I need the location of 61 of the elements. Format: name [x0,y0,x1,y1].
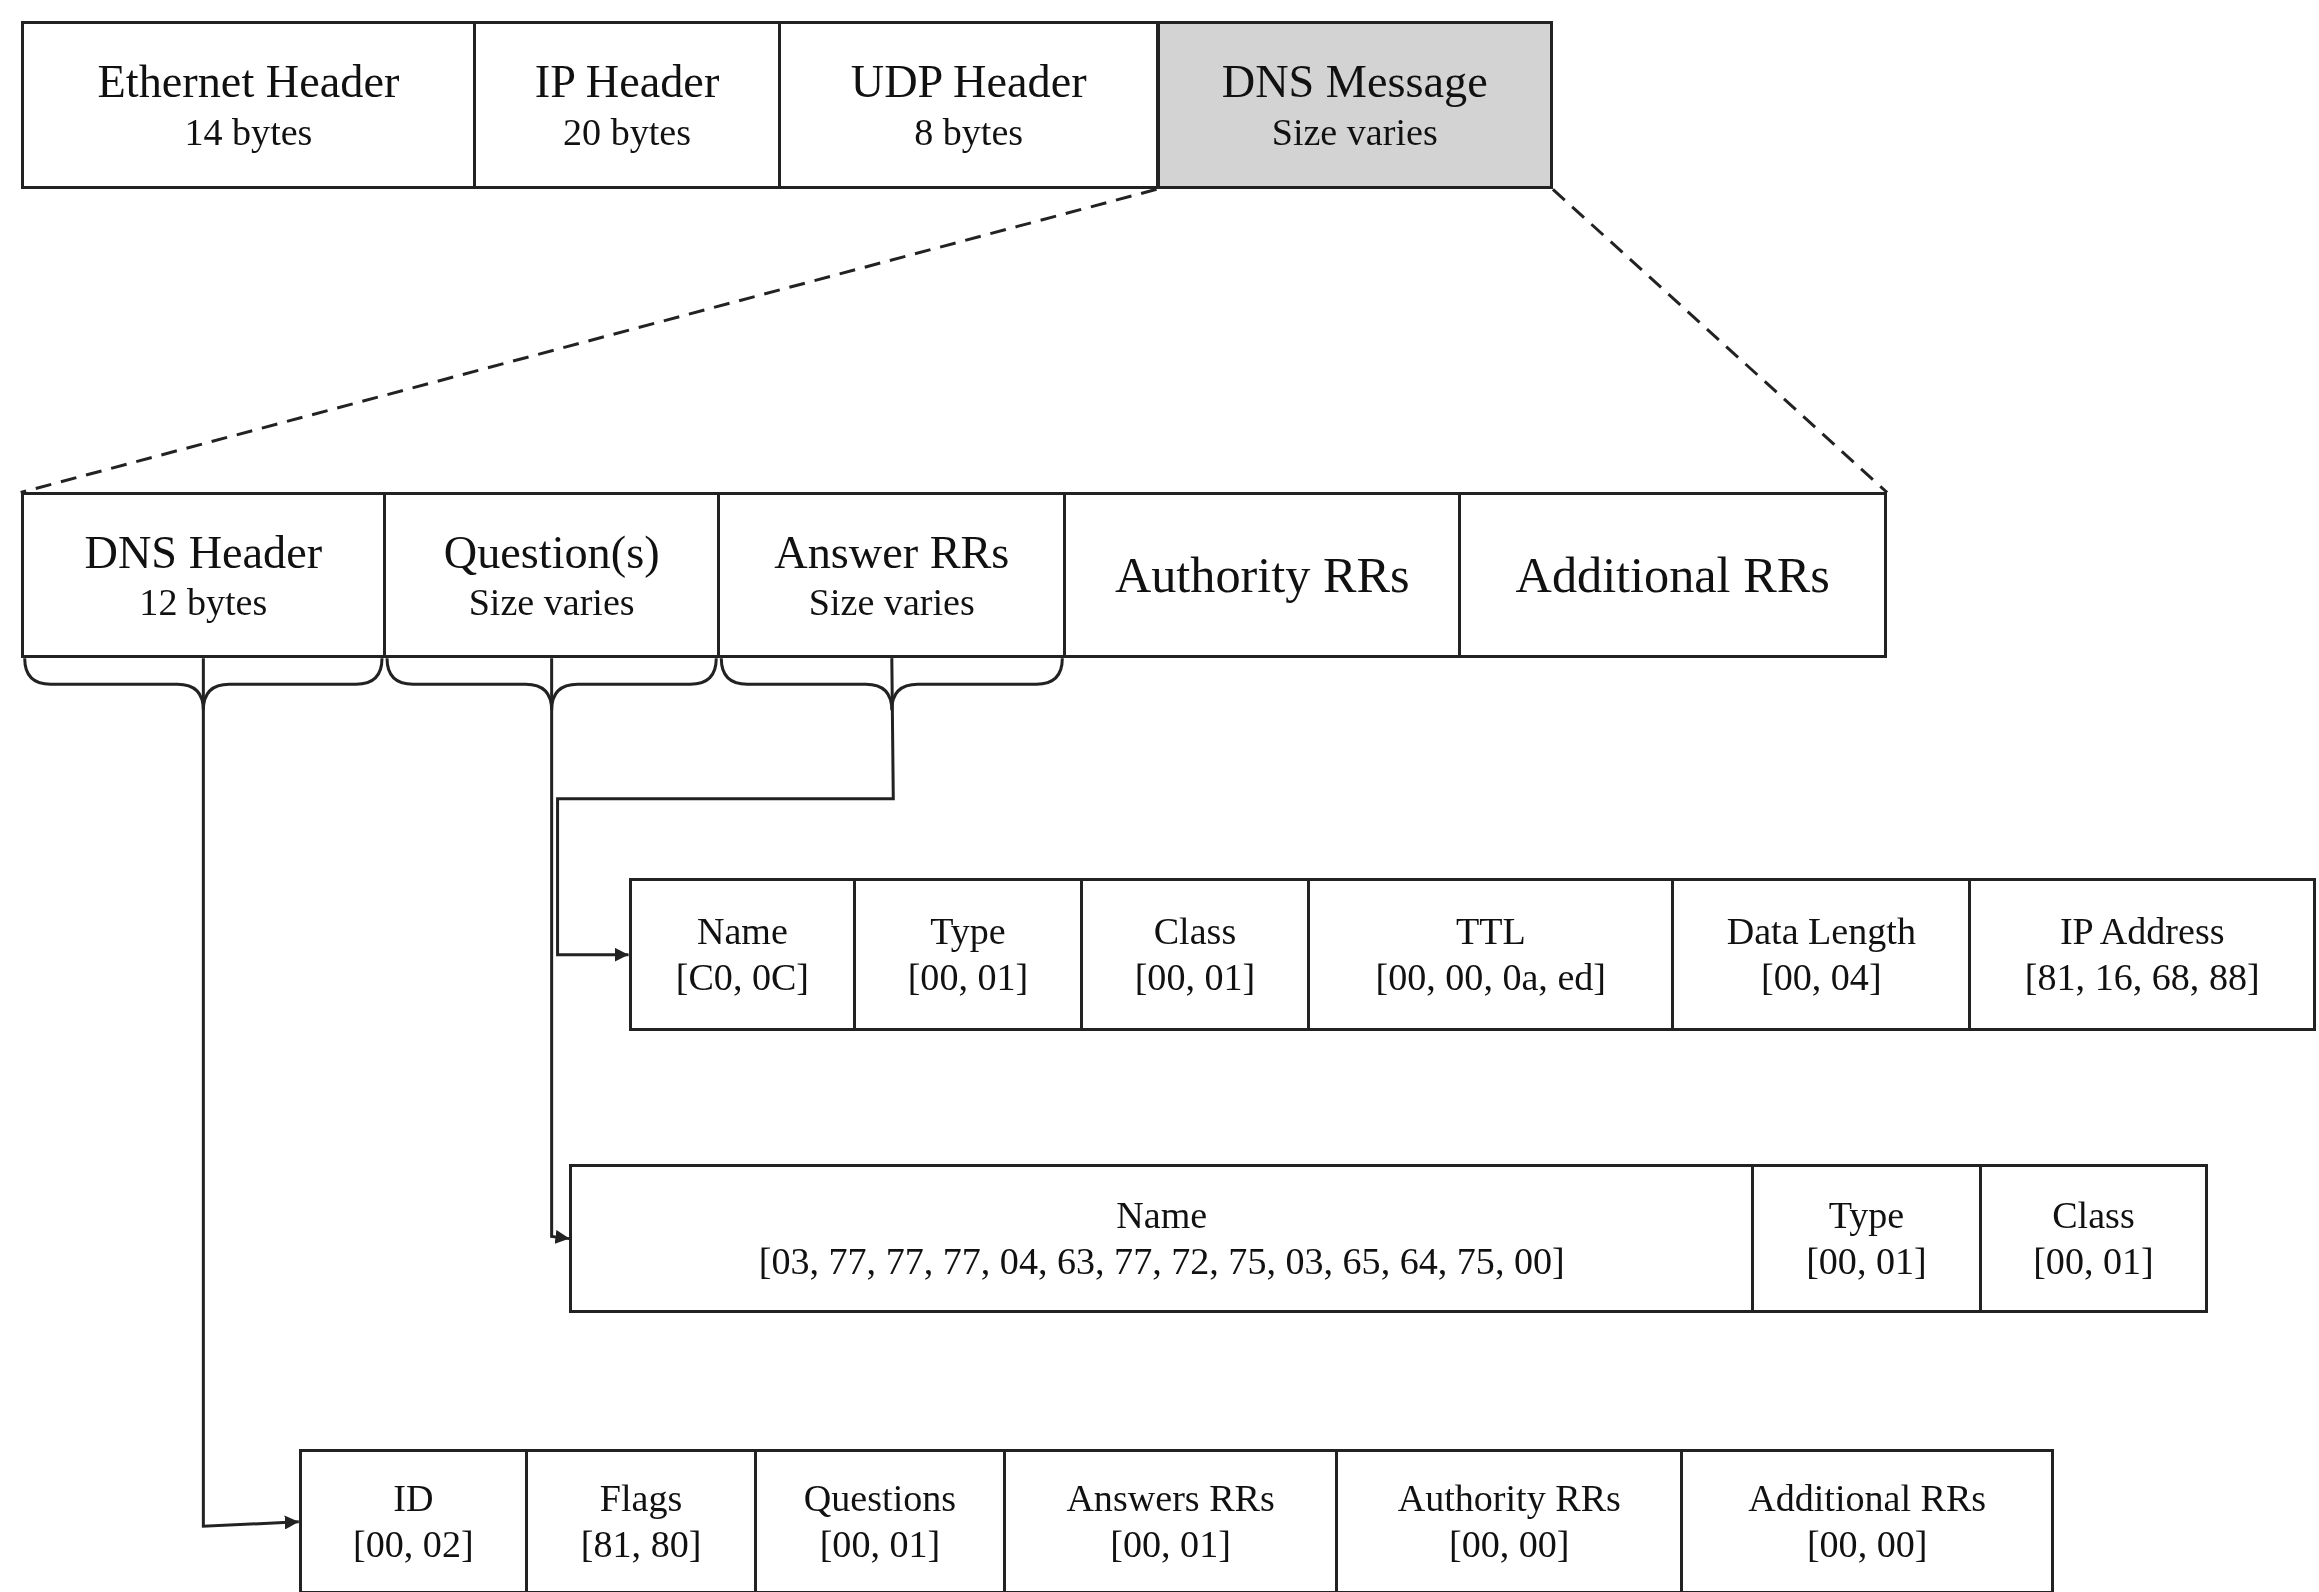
field-value: [00, 02] [353,1521,474,1567]
field-name: Class [2052,1192,2135,1238]
field-box [20,492,386,659]
field-box [1680,1449,2055,1592]
arrow [556,658,895,962]
field-name: Question(s) [443,525,660,580]
field-name: DNS Header [84,525,323,580]
field-box [853,878,1083,1031]
field-name: Additional RRs [1748,1476,1987,1522]
field-name: DNS Message [1221,55,1488,110]
field-value: [03, 77, 77, 77, 04, 63, 77, 72, 75, 03, 65, 64, 75, 00] [758,1238,1565,1284]
field-value: 8 bytes [914,109,1024,155]
field-value: Size varies [468,580,635,626]
field-value: 14 bytes [184,109,313,155]
field-name: Flags [599,1476,683,1522]
field-box [1751,1163,1982,1314]
field-value: Size varies [808,580,975,626]
field-name: Class [1153,908,1237,954]
field-value: [81, 80] [580,1521,702,1567]
arrow [550,658,570,1244]
arrow [201,658,299,1530]
field-value: [00, 01] [2033,1238,2154,1284]
field-value: [00, 01] [1134,954,1256,1000]
field-value: 12 bytes [139,580,268,626]
field-box [473,20,781,190]
field-box [1156,20,1553,190]
field-value: [00, 01] [819,1521,941,1567]
field-box [1458,492,1888,659]
field-value: [00, 01] [907,954,1029,1000]
field-name: Ethernet Header [97,55,400,110]
field-value: [00, 00, 0a, ed] [1375,954,1607,1000]
field-value: [00, 01] [1110,1521,1231,1567]
field-box [1968,878,2317,1031]
field-value: [00, 04] [1761,954,1882,1000]
field-value: [00, 00] [1448,1521,1570,1567]
field-name: Authority RRs [1397,1476,1621,1522]
field-name: Answers RRs [1066,1476,1275,1522]
expansion-line [1551,188,1889,494]
field-value: 20 bytes [563,109,692,155]
field-box [298,1449,528,1592]
field-value: [00, 00] [1806,1521,1928,1567]
field-name: Type [930,908,1006,954]
field-name: TTL [1455,908,1526,954]
field-name: Authority RRs [1114,546,1410,606]
field-name: Additional RRs [1515,546,1830,606]
field-name: Name [696,908,788,954]
field-name: Name [1116,1192,1208,1238]
field-name: Questions [803,1476,957,1522]
field-name: UDP Header [850,55,1087,110]
field-value: [C0, 0C] [675,954,810,1000]
field-name: Data Length [1726,908,1916,954]
field-name: IP Header [534,55,720,110]
field-name: Type [1828,1192,1905,1238]
field-box [754,1449,1006,1592]
field-value: [81, 16, 68, 88] [2024,954,2260,1000]
field-name: Answer RRs [774,525,1010,580]
field-value: Size varies [1271,109,1438,155]
field-value: [00, 01] [1806,1238,1927,1284]
expansion-line [20,187,1157,494]
field-name: IP Address [2059,908,2225,954]
field-name: ID [393,1476,434,1522]
